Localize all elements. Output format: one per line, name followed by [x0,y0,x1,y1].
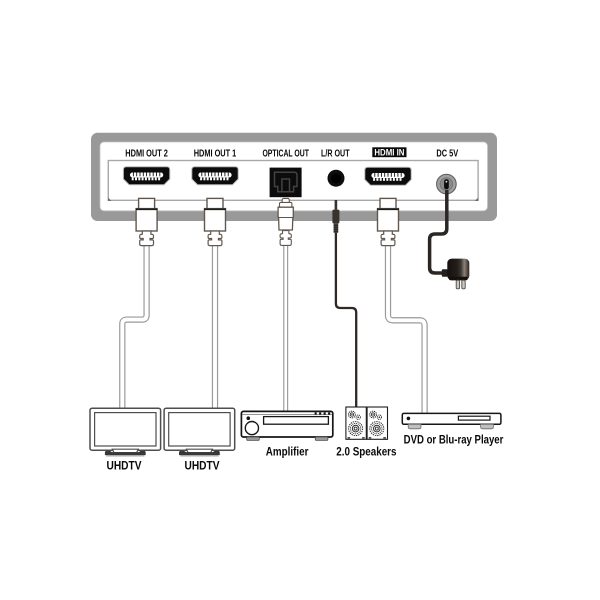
svg-text:UHDTV: UHDTV [107,458,143,472]
svg-text:HDMI OUT 2: HDMI OUT 2 [125,148,168,159]
svg-text:Amplifier: Amplifier [266,444,309,458]
svg-text:HDMI OUT 1: HDMI OUT 1 [194,148,237,159]
svg-text:UHDTV: UHDTV [185,458,221,472]
svg-text:HDMI IN: HDMI IN [374,148,404,158]
svg-text:L/R OUT: L/R OUT [321,148,350,159]
svg-text:DC 5V: DC 5V [436,148,458,159]
svg-text:OPTICAL OUT: OPTICAL OUT [262,148,309,159]
svg-text:2.0 Speakers: 2.0 Speakers [336,444,396,458]
svg-text:DVD or Blu-ray Player: DVD or Blu-ray Player [404,433,504,447]
